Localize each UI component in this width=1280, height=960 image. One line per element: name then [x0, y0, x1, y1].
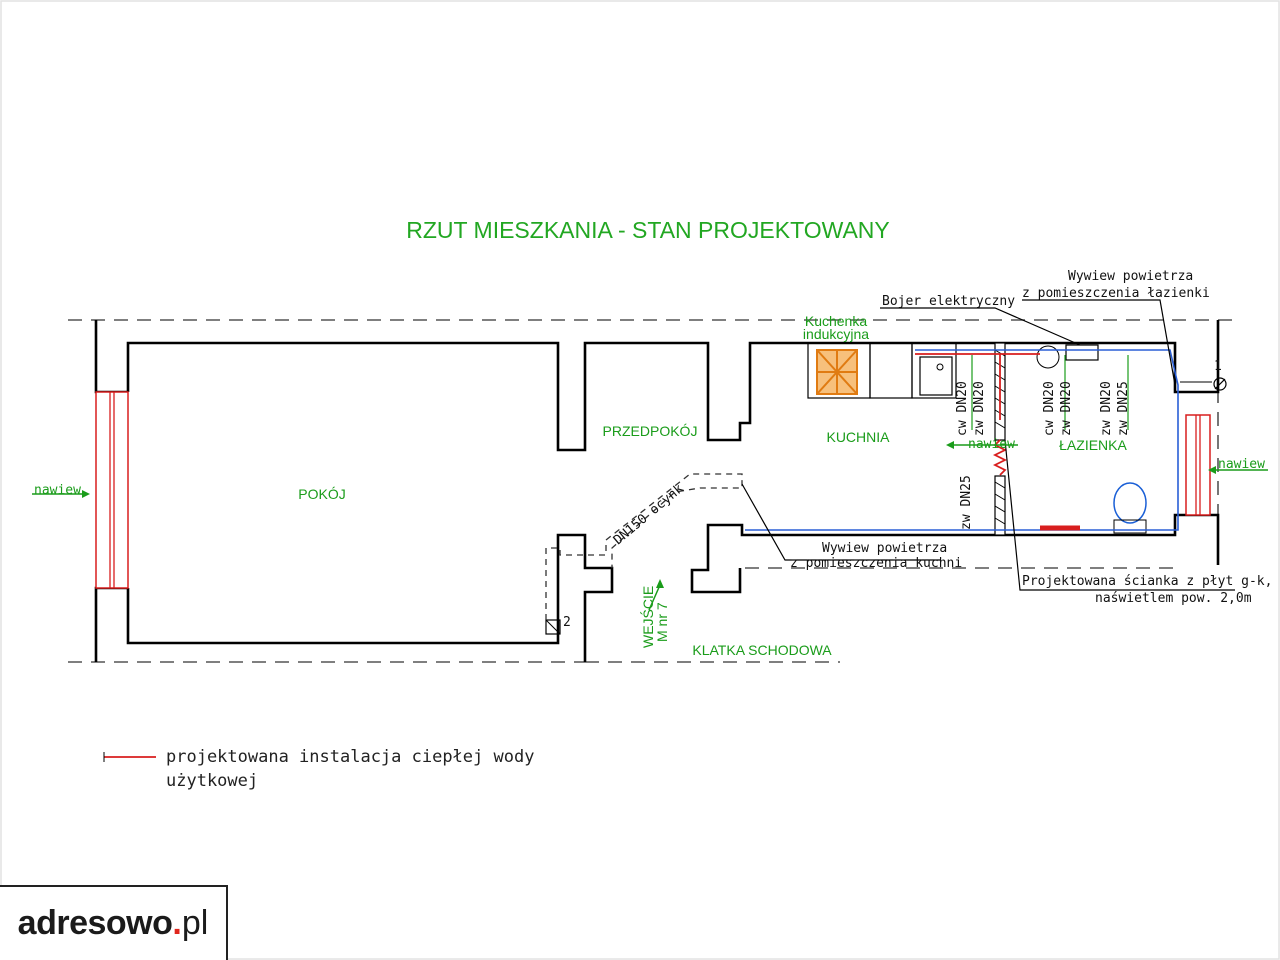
- nawiew-left-label: nawiew: [34, 483, 81, 498]
- legend-text-1: projektowana instalacja ciepłej wody: [166, 747, 534, 767]
- partition-label-1: Projektowana ścianka z płyt g-k, z: [1022, 574, 1280, 589]
- duct-label: DN150 ocynk: [611, 481, 687, 548]
- boiler-label: Bojer elektryczny: [882, 294, 1015, 309]
- room-label-przedpokoj: PRZEDPOKÓJ: [603, 423, 698, 439]
- entrance-label-1: WEJŚCIE: [639, 586, 656, 648]
- pipe-label-cw-dn20-b: cw DN20: [1042, 381, 1057, 436]
- kitchen-vent-label-1: Wywiew powietrza: [822, 541, 947, 556]
- stove-label-2: indukcyjna: [803, 326, 869, 342]
- watermark-logo: adresowo.pl: [0, 885, 228, 960]
- airflow-arrows: [32, 441, 1268, 611]
- pipe-label-zw-dn25-b: zw DN25: [959, 475, 974, 530]
- bath-vent-label-2: z pomieszczenia łazienki: [1022, 286, 1210, 301]
- building-outline: [68, 319, 1240, 663]
- leader-lines: [741, 299, 1235, 591]
- induction-stove-icon: [816, 349, 858, 395]
- room-label-pokoj: POKÓJ: [298, 486, 345, 502]
- window-right: [1185, 414, 1211, 516]
- room-label-klatka: KLATKA SCHODOWA: [692, 642, 832, 658]
- pipe-label-zw-dn20-c: zw DN20: [1099, 381, 1114, 436]
- nawiew-right-label: nawiew: [1218, 457, 1265, 472]
- pipe-label-zw-dn25-a: zw DN25: [1116, 381, 1131, 436]
- partition-label-2: naświetlem pow. 2,0m: [1095, 591, 1252, 606]
- bath-vent-label-1: Wywiew powietrza: [1068, 269, 1193, 284]
- pipe-label-cw-dn20-a: cw DN20: [955, 381, 970, 436]
- legend-text-2: użytkowej: [166, 771, 258, 791]
- room-label-kuchnia: KUCHNIA: [826, 429, 890, 445]
- marker-2: 2: [563, 615, 571, 630]
- room-label-lazienka: ŁAZIENKA: [1059, 437, 1127, 453]
- window-left: [95, 391, 129, 589]
- entrance-label-2: M nr 7: [654, 602, 670, 642]
- logo-brand: adresowo: [17, 904, 173, 942]
- nawiew-mid-label: nawiew: [968, 437, 1015, 452]
- pipe-label-zw-dn20-b: zw DN20: [1059, 381, 1074, 436]
- pipes: [745, 349, 1179, 531]
- stove-label-1: Kuchenka: [805, 313, 867, 329]
- plan-title: RZUT MIESZKANIA - STAN PROJEKTOWANY: [406, 217, 889, 243]
- legend: projektowana instalacja ciepłej wody uży…: [103, 747, 534, 791]
- marker-1: 1: [1214, 359, 1222, 374]
- kitchen-vent-label-2: z pomieszczenia kuchni: [790, 556, 962, 571]
- logo-dot: .: [172, 904, 182, 942]
- logo-tld: pl: [181, 904, 209, 942]
- pipe-label-zw-dn20-a: zw DN20: [972, 381, 987, 436]
